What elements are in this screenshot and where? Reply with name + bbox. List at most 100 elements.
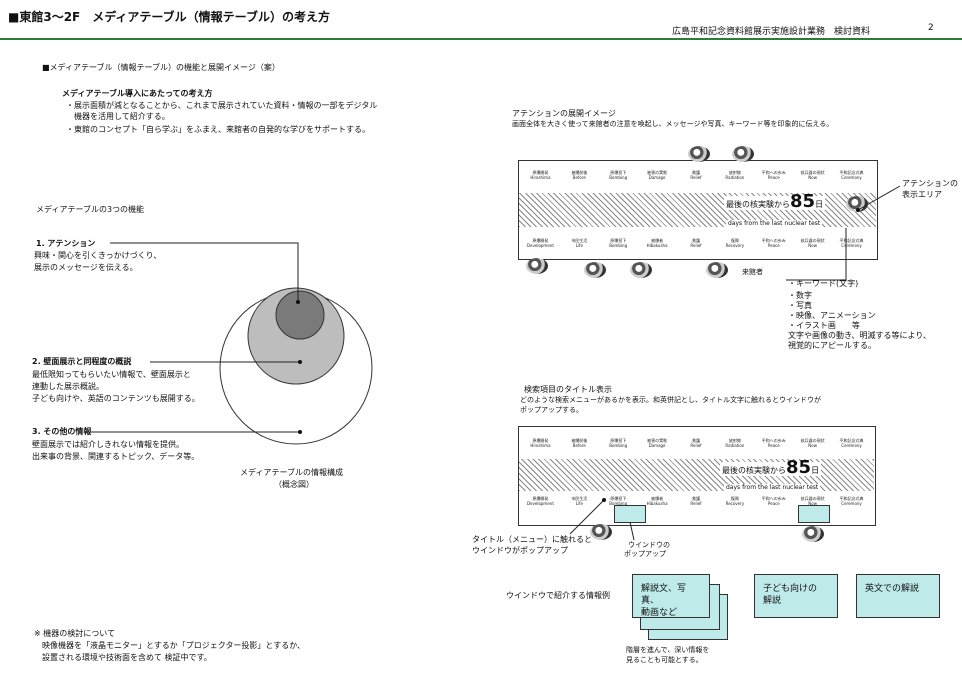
menu-title-text: Peace	[767, 175, 780, 180]
info-box-explanation[interactable]: 解説文、写真、 動画など	[632, 574, 710, 618]
attention-list-item: ・写真	[788, 301, 812, 310]
function-1-text: 興味・関心を引くきっかけづくり、	[34, 251, 162, 260]
popup-window-2[interactable]	[798, 505, 830, 523]
menu-title-text: 救護	[691, 170, 700, 175]
menu-title-text: Bombing	[609, 243, 628, 248]
attention-list-item: 文字や画像の動き、明滅する等により、	[788, 331, 931, 340]
menu-title-text: 復興	[730, 238, 739, 243]
menu-title-text: Ceremony	[841, 443, 862, 448]
search-en: days from the last nuclear test	[724, 484, 821, 491]
attention-list-item: ・映像、アニメーション	[788, 311, 876, 320]
info-box-text: 英文での解説	[865, 584, 920, 594]
info-box-text: 解説文、写真、	[641, 584, 687, 606]
header-rule	[0, 38, 962, 40]
menu-title-text: Life	[575, 243, 583, 248]
menu-title-text: 被爆前後	[571, 170, 588, 175]
visitor-icon	[526, 258, 548, 274]
function-2-text: 連動した展示概説。	[32, 382, 104, 391]
menu-title-text: Recovery	[725, 243, 745, 248]
function-2-text: 最低限知ってもらいたい情報で、壁面展示と	[32, 370, 191, 379]
menu-title-text: 核兵器の現状	[800, 238, 825, 243]
function-3-text: 壁面展示では紹介しきれない情報を提供。	[32, 440, 184, 449]
function-1-text: 展示のメッセージを伝える。	[34, 263, 138, 272]
menu-title-text: 被害の実態	[647, 438, 668, 443]
window-label: ウインドウの	[628, 541, 670, 549]
menu-title-text: Now	[808, 243, 818, 248]
info-box-kids[interactable]: 子ども向けの 解説	[754, 574, 838, 618]
leader-line-1	[110, 242, 299, 302]
menu-title-text: 原爆開発	[532, 496, 549, 501]
menu-title-text: Now	[808, 175, 818, 180]
menu-title-text: 救護	[691, 238, 700, 243]
menu-title-text: 平和への歩み	[761, 496, 786, 501]
search-unit: 日	[811, 466, 820, 475]
visitor-icon	[688, 146, 710, 162]
menu-title-text: 救護	[691, 438, 700, 443]
diagram-caption: （概念図）	[274, 480, 314, 489]
menu-title-text: 平和記念式典	[839, 438, 864, 443]
menu-title-text: 核兵器の現状	[800, 496, 825, 501]
info-box-text: 解説	[763, 596, 782, 606]
menu-title-text: Relief	[690, 243, 702, 248]
function-3-heading: 3. その他の情報	[32, 427, 92, 436]
menu-title-text: 平和記念式典	[839, 170, 864, 175]
attention-area-label: 表示エリア	[902, 190, 942, 199]
menu-title-text: Peace	[767, 443, 780, 448]
menu-title-text: Ceremony	[841, 501, 862, 506]
info-box-english[interactable]: 英文での解説	[856, 574, 940, 618]
menu-title-text: 平和への歩み	[761, 238, 786, 243]
page-title: ■東館3～2F メディアテーブル（情報テーブル）の考え方	[8, 10, 330, 24]
attention-desc: 画面全体を大きく使って来館者の注意を喚起し、メッセージや写真、キーワード等を印象…	[512, 120, 834, 128]
attention-en: days from the last nuclear test	[726, 220, 823, 227]
menu-title-text: Bombing	[609, 175, 628, 180]
section-label: ■メディアテーブル（情報テーブル）の機能と展開イメージ（案）	[42, 63, 280, 72]
note-title: ※ 機器の検討について	[34, 629, 116, 638]
document-subtitle: 広島平和記念資料館展示実施設計業務 検討資料	[672, 27, 871, 37]
menu-title-text: 平和への歩み	[761, 170, 786, 175]
menu-title-text: Radiation	[725, 175, 745, 180]
depth-note: 見ることも可能とする。	[626, 656, 703, 664]
menu-title-text: 被害の実態	[647, 170, 668, 175]
attention-unit: 日	[815, 200, 824, 209]
examples-title: ウインドウで紹介する情報例	[506, 591, 610, 600]
diagram-caption: メディアテーブルの情報構成	[240, 468, 343, 477]
menu-title-text: Hiroshima	[530, 175, 551, 180]
